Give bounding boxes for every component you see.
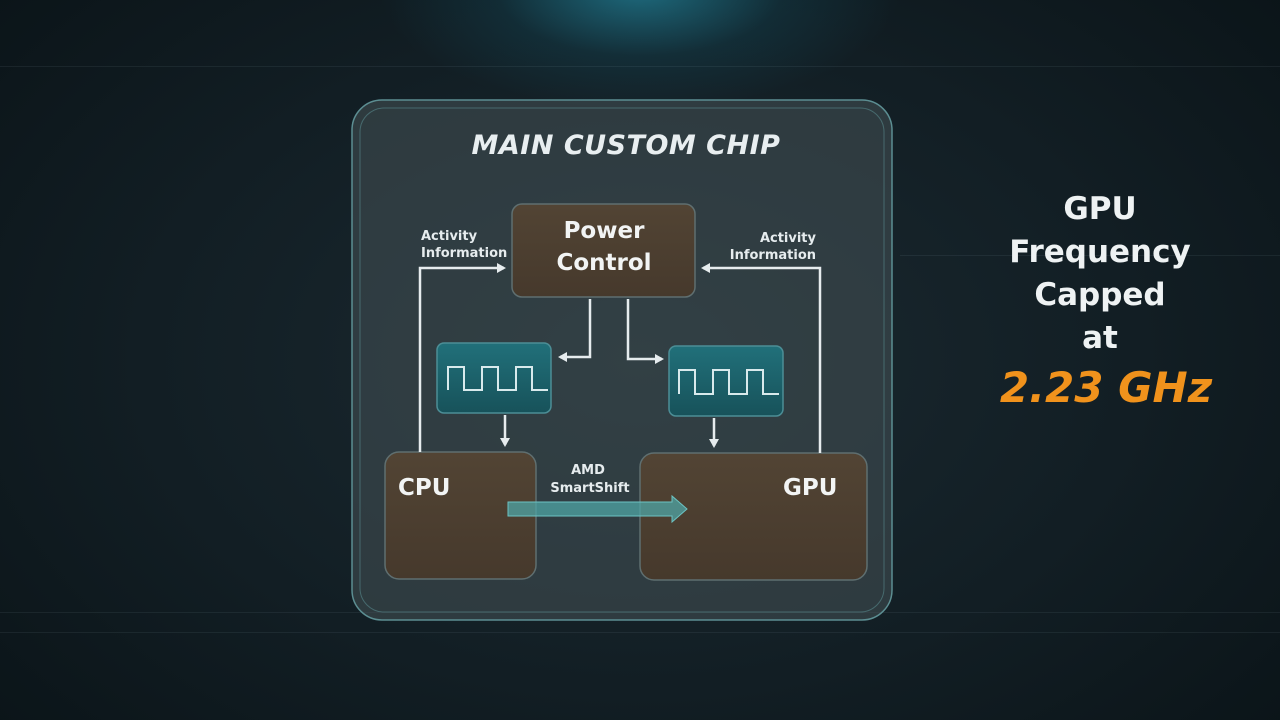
clock-waveform-icon xyxy=(447,366,548,391)
gpu-label: GPU xyxy=(783,475,837,501)
gpu-activity-label-line2: Information xyxy=(730,248,816,263)
cpu-activity-label-line2: Information xyxy=(421,246,507,261)
cpu-clock-box xyxy=(436,342,552,414)
cpu-activity-feedback-arrow xyxy=(418,263,506,452)
frequency-value: 2.23 GHz xyxy=(999,363,1213,412)
power-control-label-line1: Power xyxy=(564,218,646,244)
side-line-capped: Capped xyxy=(1034,277,1166,313)
scanline xyxy=(0,632,1280,633)
smartshift-arrow xyxy=(507,494,688,524)
chip-title: MAIN CUSTOM CHIP xyxy=(472,130,781,161)
side-panel: GPU Frequency Capped at 2.23 GHz xyxy=(980,188,1220,416)
smartshift-label-line2: SmartShift xyxy=(550,481,629,496)
gpu-activity-feedback-arrow xyxy=(701,263,822,453)
gpu-clock-box xyxy=(668,345,784,417)
scanline xyxy=(900,255,1280,256)
scanline xyxy=(0,66,1280,67)
power-control-box: Power Control xyxy=(511,203,696,298)
power-control-label-line2: Control xyxy=(556,250,651,276)
cpu-label: CPU xyxy=(398,475,450,501)
side-line-frequency: Frequency xyxy=(1009,234,1191,270)
smartshift-label-line1: AMD xyxy=(571,463,605,478)
power-to-cpu-clock-arrow xyxy=(558,299,592,362)
gpu-activity-label-line1: Activity xyxy=(760,231,817,246)
clock-waveform-icon xyxy=(678,369,779,395)
cpu-activity-label-line1: Activity xyxy=(421,229,478,244)
cpu-box: CPU xyxy=(384,451,537,580)
side-line-at: at xyxy=(1082,320,1118,356)
power-to-gpu-clock-arrow xyxy=(626,299,664,364)
side-line-gpu: GPU xyxy=(1063,191,1137,227)
